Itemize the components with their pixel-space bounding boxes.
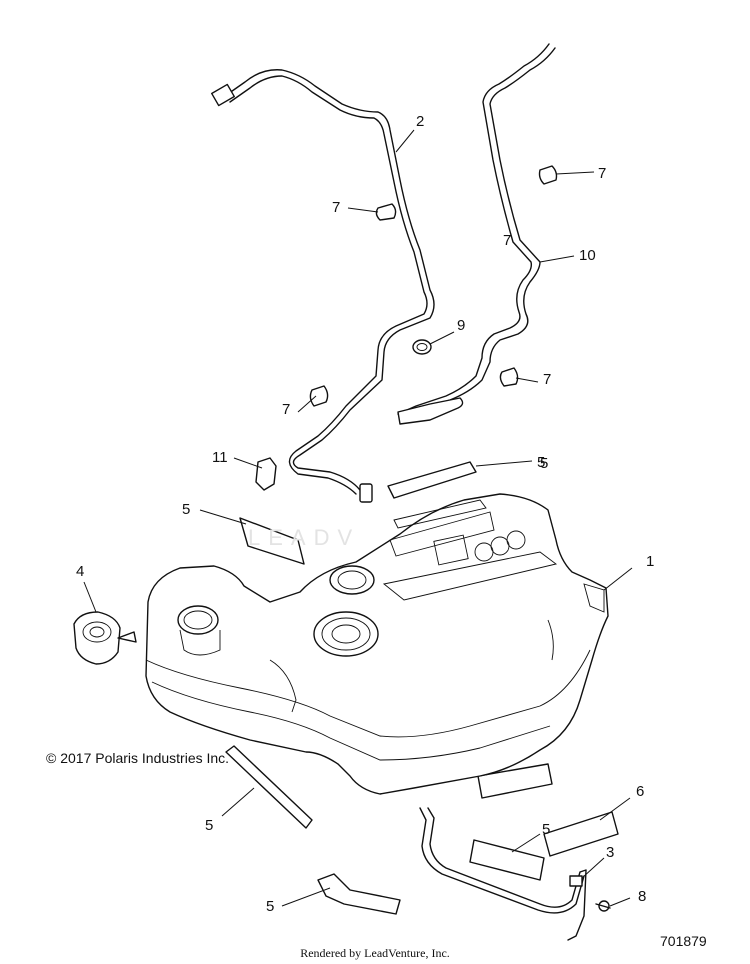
copyright-notice: © 2017 Polaris Industries Inc. — [46, 750, 230, 766]
callout-7-a: 7 — [332, 199, 340, 216]
bracket-11[interactable] — [255, 457, 277, 491]
callout-10: 10 — [579, 247, 596, 264]
leader-11 — [233, 457, 263, 469]
leader-10 — [539, 255, 575, 263]
leader-5e — [511, 833, 541, 853]
pad-5-top[interactable] — [387, 461, 477, 499]
strap-3[interactable] — [419, 807, 587, 941]
clip-7-a[interactable] — [375, 203, 397, 221]
callout-11: 11 — [212, 449, 228, 466]
callout-9: 9 — [457, 317, 465, 334]
callout-5-d: 5 — [266, 898, 274, 915]
pad-5-right-b[interactable] — [469, 839, 545, 881]
fuel-tank-1[interactable] — [145, 493, 609, 795]
leader-8 — [609, 897, 631, 907]
pad-5-strip[interactable] — [225, 745, 313, 829]
leader-6 — [599, 797, 631, 821]
leader-1 — [603, 567, 633, 591]
callout-5-e: 5 — [542, 821, 550, 838]
callout-5-b: 5 — [182, 501, 190, 518]
leader-5d — [281, 887, 331, 907]
leader-7b — [555, 171, 595, 175]
callout-2: 2 — [416, 113, 424, 130]
callout-4: 4 — [76, 563, 84, 580]
leader-7a — [347, 207, 379, 213]
leader-7d — [515, 377, 539, 383]
clip-7-d[interactable] — [499, 367, 519, 387]
callout-3: 3 — [606, 844, 614, 861]
callout-7-d: 7 — [282, 401, 290, 418]
leader-9 — [429, 331, 455, 345]
leader-2 — [395, 129, 415, 153]
leader-5c — [221, 787, 255, 817]
fuel-cap-4[interactable] — [73, 611, 137, 665]
pad-5-right-a[interactable] — [477, 763, 553, 799]
leader-3 — [581, 857, 605, 879]
pad-5-bottom[interactable] — [317, 873, 401, 915]
callout-7-c: 7 — [503, 232, 511, 249]
callout-8: 8 — [638, 888, 646, 905]
vent-hose-2[interactable] — [211, 69, 435, 503]
callout-1: 1 — [646, 553, 654, 570]
callout-5-f: 5 — [540, 455, 548, 472]
diagram-id: 701879 — [660, 933, 707, 949]
clip-7-c[interactable] — [309, 385, 329, 407]
callout-5-a: 5 — [537, 454, 545, 471]
leader-5b — [199, 509, 247, 525]
clamp-9[interactable] — [412, 339, 432, 355]
watermark: LEADV — [248, 525, 361, 550]
callout-7-b: 7 — [598, 165, 606, 182]
footer-credit: Rendered by LeadVenture, Inc. — [300, 946, 450, 960]
pad-6[interactable] — [543, 811, 619, 857]
clip-7-b[interactable] — [538, 165, 558, 185]
callout-6: 6 — [636, 783, 644, 800]
leader-5a — [475, 460, 533, 467]
leader-4 — [83, 581, 97, 613]
callout-5-c: 5 — [205, 817, 213, 834]
pad-5-left[interactable] — [239, 517, 305, 565]
leader-7c — [297, 395, 317, 413]
vent-hose-10[interactable] — [397, 43, 556, 425]
bolt-8[interactable] — [595, 900, 611, 912]
callout-7-e: 7 — [543, 371, 551, 388]
